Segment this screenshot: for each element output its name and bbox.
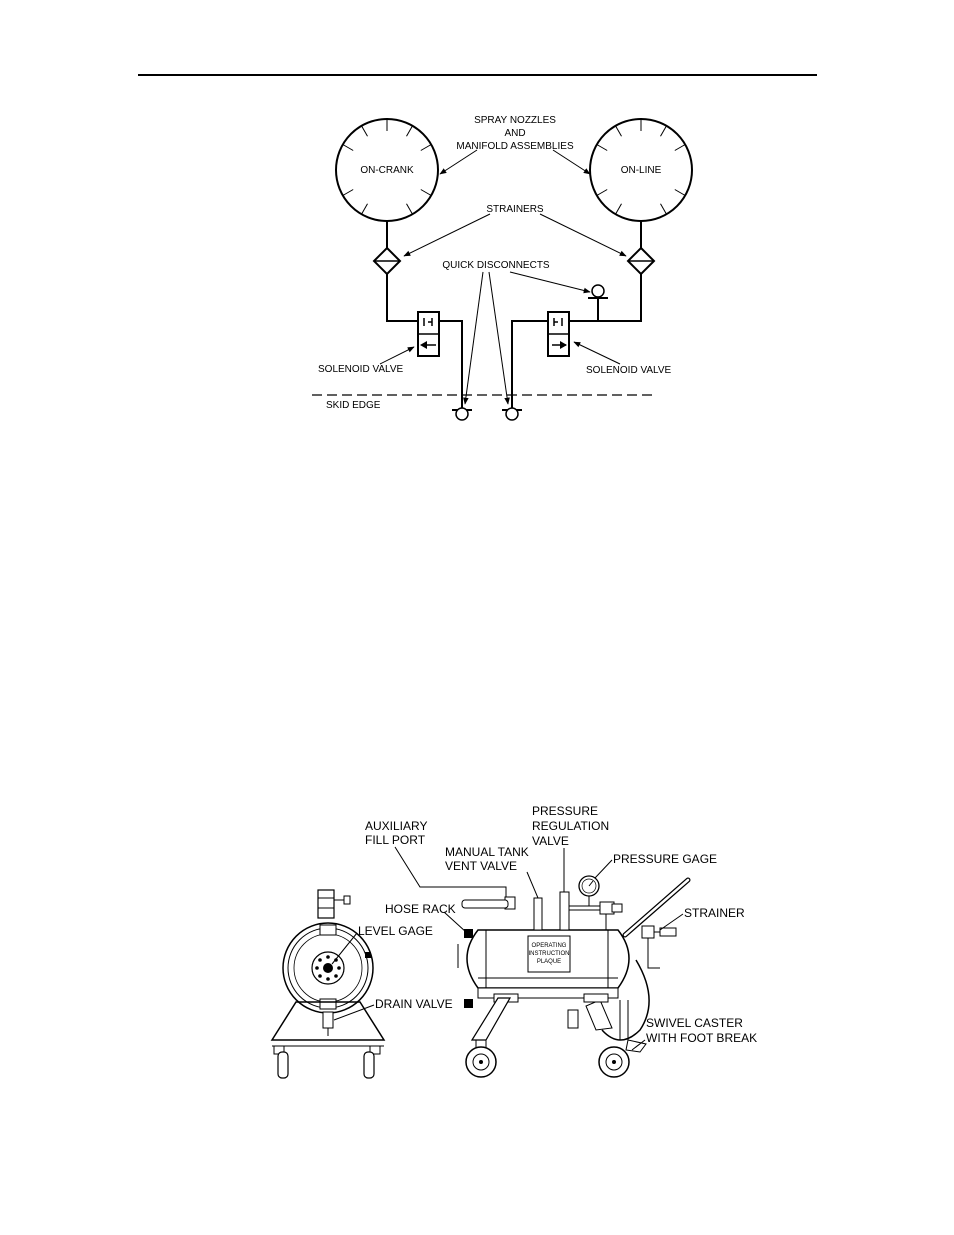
quick-disconnect-right-icon (502, 407, 522, 421)
solenoid-valve-left-label: SOLENOID VALVE (318, 364, 404, 375)
pressure-regulation-valve-label-3: VALVE (532, 834, 569, 848)
plaque-label-1: OPERATING (532, 943, 567, 949)
solenoid-valve-left-icon (417, 311, 440, 357)
strainers-label: STRAINERS (486, 204, 544, 215)
quick-disconnects-label: QUICK DISCONNECTS (442, 260, 550, 271)
auxiliary-fill-port-label-1: AUXILIARY (365, 819, 427, 833)
strainer-right-icon (626, 221, 656, 276)
solenoid-valve-right-label: SOLENOID VALVE (586, 365, 672, 376)
spray-nozzles-label-3: MANIFOLD ASSEMBLIES (456, 141, 574, 152)
plaque-label-2: INSTRUCTION (529, 951, 570, 957)
spray-nozzles-label-1: SPRAY NOZZLES (474, 115, 556, 126)
auxiliary-fill-port-label-2: FILL PORT (365, 833, 426, 847)
header-rule (138, 74, 817, 76)
drain-valve-label: DRAIN VALVE (375, 997, 453, 1011)
spray-nozzles-label-2: AND (504, 128, 525, 139)
quick-disconnect-top-icon (588, 284, 608, 321)
wash-cart-side-view (457, 875, 691, 1078)
manual-tank-vent-valve-label-1: MANUAL TANK (445, 845, 529, 859)
swivel-caster-label-2: WITH FOOT BREAK (646, 1031, 757, 1045)
wash-cart-end-view (270, 889, 386, 1079)
manual-tank-vent-valve-label-2: VENT VALVE (445, 859, 517, 873)
plaque-label-3: PLAQUE (537, 959, 561, 965)
on-crank-label: ON-CRANK (360, 165, 414, 176)
pressure-regulation-valve-label-2: REGULATION (532, 819, 609, 833)
on-line-label: ON-LINE (621, 165, 662, 176)
strainer-label: STRAINER (684, 906, 745, 920)
hose-rack-label: HOSE RACK (385, 902, 456, 916)
pressure-gage-label: PRESSURE GAGE (613, 852, 717, 866)
strainer-left-icon (372, 221, 402, 276)
swivel-caster-label-1: SWIVEL CASTER (646, 1016, 743, 1030)
skid-edge-label: SKID EDGE (326, 400, 381, 411)
quick-disconnect-left-icon (452, 407, 472, 421)
pressure-regulation-valve-label-1: PRESSURE (532, 804, 598, 818)
level-gage-label: LEVEL GAGE (358, 924, 433, 938)
solenoid-valve-right-icon (547, 311, 570, 357)
